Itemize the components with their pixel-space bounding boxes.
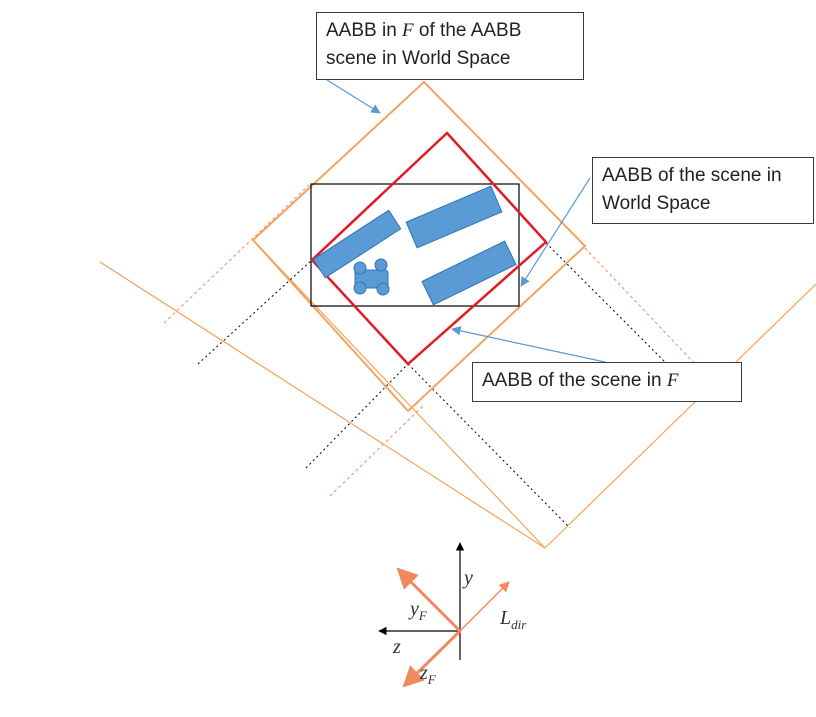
callout-math-f: F: [666, 370, 679, 391]
z-f-axis-label: zF: [420, 662, 436, 687]
l-dir-axis-arrow: [459, 581, 510, 632]
aabb-in-f-of-world-aabb: [251, 80, 587, 413]
aabb-world-space: [310, 183, 520, 307]
y-f-axis-label: yF: [410, 598, 427, 623]
callout-text: AABB in: [326, 20, 403, 41]
callout-line-2: scene in World Space: [326, 48, 511, 69]
callout-arrow-aabb-in-f-world: [326, 79, 381, 114]
scene-box-2: [405, 185, 503, 249]
orange-projection-lines: [163, 184, 714, 497]
callout-text: of the AABB: [413, 20, 522, 41]
callout-line-1: AABB of the scene in: [602, 165, 782, 186]
scene-vehicle: [353, 258, 390, 296]
l-dir-base: L: [500, 607, 512, 629]
z-f-base: z: [420, 662, 428, 684]
y-f-base: y: [410, 598, 419, 620]
callout-arrow-aabb-in-f: [451, 326, 606, 363]
frustum-inner-left-line: [252, 239, 546, 549]
callout-math-f: F: [402, 20, 414, 41]
proj-orange-1: [163, 184, 310, 324]
z-f-subscript: F: [427, 672, 436, 687]
frustum-lines: [99, 239, 816, 549]
proj-orange-3: [584, 247, 714, 384]
callout-line-2: World Space: [602, 193, 711, 214]
callout-text: AABB of the scene in: [482, 370, 667, 391]
callout-aabb-scene-in-f: AABB of the scene in F: [472, 362, 742, 402]
proj-black-1: [197, 259, 313, 365]
coordinate-axes: [378, 542, 510, 688]
callout-arrow-world-aabb: [520, 177, 591, 287]
callout-aabb-world-space: AABB of the scene in World Space: [592, 157, 814, 224]
proj-black-3: [407, 363, 571, 529]
proj-black-2: [305, 363, 409, 469]
proj-orange-2: [329, 403, 426, 497]
l-dir-axis-label: Ldir: [500, 607, 527, 632]
scene-box-1: [312, 209, 402, 279]
scene-objects: [312, 185, 517, 306]
scene-box-3: [421, 240, 517, 306]
callout-line-1: AABB in F of the AABB: [326, 17, 574, 45]
aabb-scene-in-f: [310, 131, 548, 366]
y-f-subscript: F: [418, 608, 427, 623]
callout-aabb-in-f-of-world-aabb: AABB in F of the AABB scene in World Spa…: [316, 12, 584, 80]
z-axis-label: z: [393, 636, 401, 658]
y-axis-label: y: [464, 567, 473, 589]
frustum-left-line: [99, 261, 546, 549]
callout-arrows: [326, 79, 606, 363]
l-dir-subscript: dir: [511, 617, 527, 632]
frustum-right-line: [544, 283, 816, 549]
z-f-axis-arrow: [402, 629, 462, 688]
y-f-axis-arrow: [396, 567, 462, 633]
